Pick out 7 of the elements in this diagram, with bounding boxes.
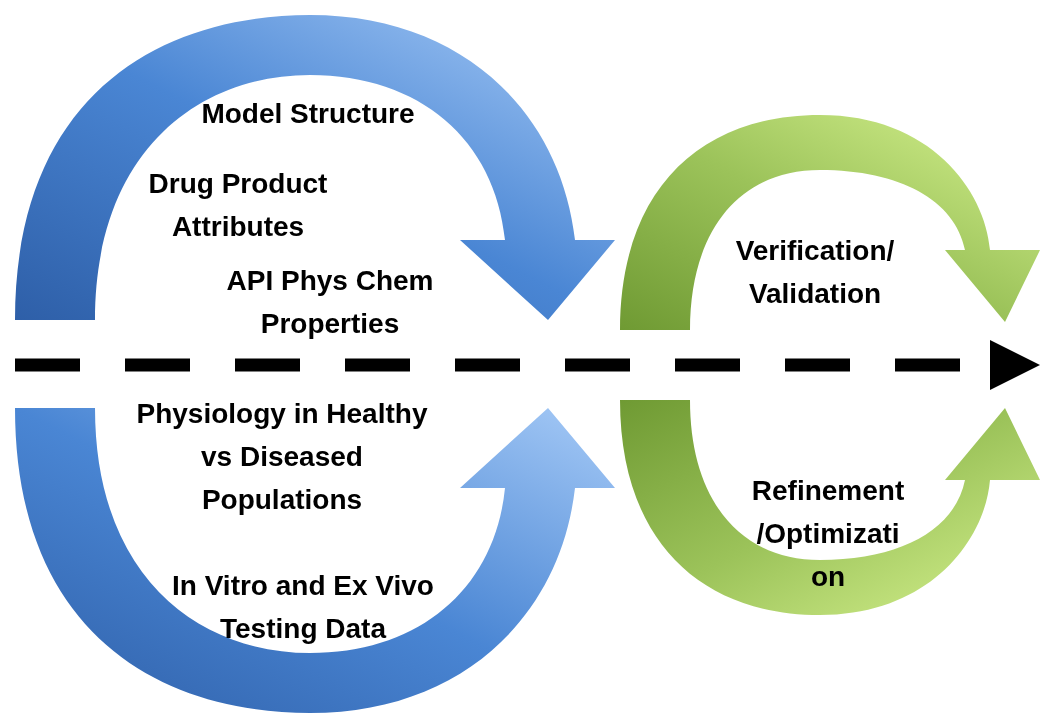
text-label: Drug Product Attributes bbox=[147, 167, 329, 244]
text-label: Refinement /Optimizati on bbox=[750, 474, 906, 594]
text-label: In Vitro and Ex Vivo Testing Data bbox=[171, 569, 435, 646]
text-label: Verification/ Validation bbox=[734, 234, 896, 311]
text-label: API Phys Chem Properties bbox=[225, 264, 435, 341]
text-label: Model Structure bbox=[200, 97, 416, 131]
text-label: Physiology in Healthy vs Diseased Populations bbox=[135, 397, 429, 517]
